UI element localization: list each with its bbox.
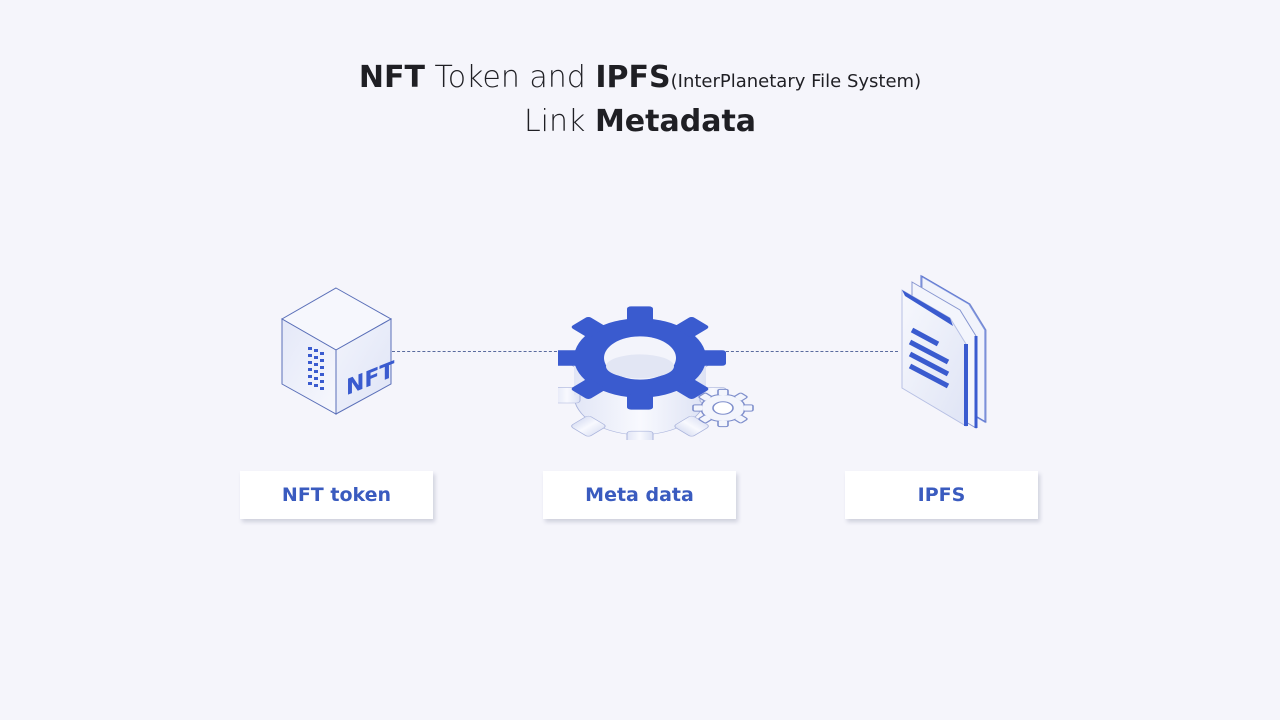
title-link: Link <box>523 104 595 139</box>
label-nft-token: NFT token <box>240 471 433 519</box>
title-token-and: Token and <box>424 60 596 95</box>
document-stack-icon <box>890 272 994 434</box>
title-ipfs: IPFS <box>595 60 671 95</box>
connector-nft-to-metadata <box>392 351 562 352</box>
small-gear-icon <box>692 388 754 428</box>
title-ipfs-expansion: (InterPlanetary File System) <box>670 71 922 92</box>
nft-cube-icon: NFT <box>278 286 396 418</box>
label-meta-data: Meta data <box>543 471 736 519</box>
title-metadata: Metadata <box>594 104 757 139</box>
title-line-2: Link Metadata <box>0 104 1280 139</box>
label-ipfs: IPFS <box>845 471 1038 519</box>
connector-metadata-to-ipfs <box>716 351 898 352</box>
title-nft: NFT <box>358 60 425 95</box>
gear-icon <box>553 284 758 448</box>
title-line-1: NFT Token and IPFS(InterPlanetary File S… <box>0 60 1280 95</box>
